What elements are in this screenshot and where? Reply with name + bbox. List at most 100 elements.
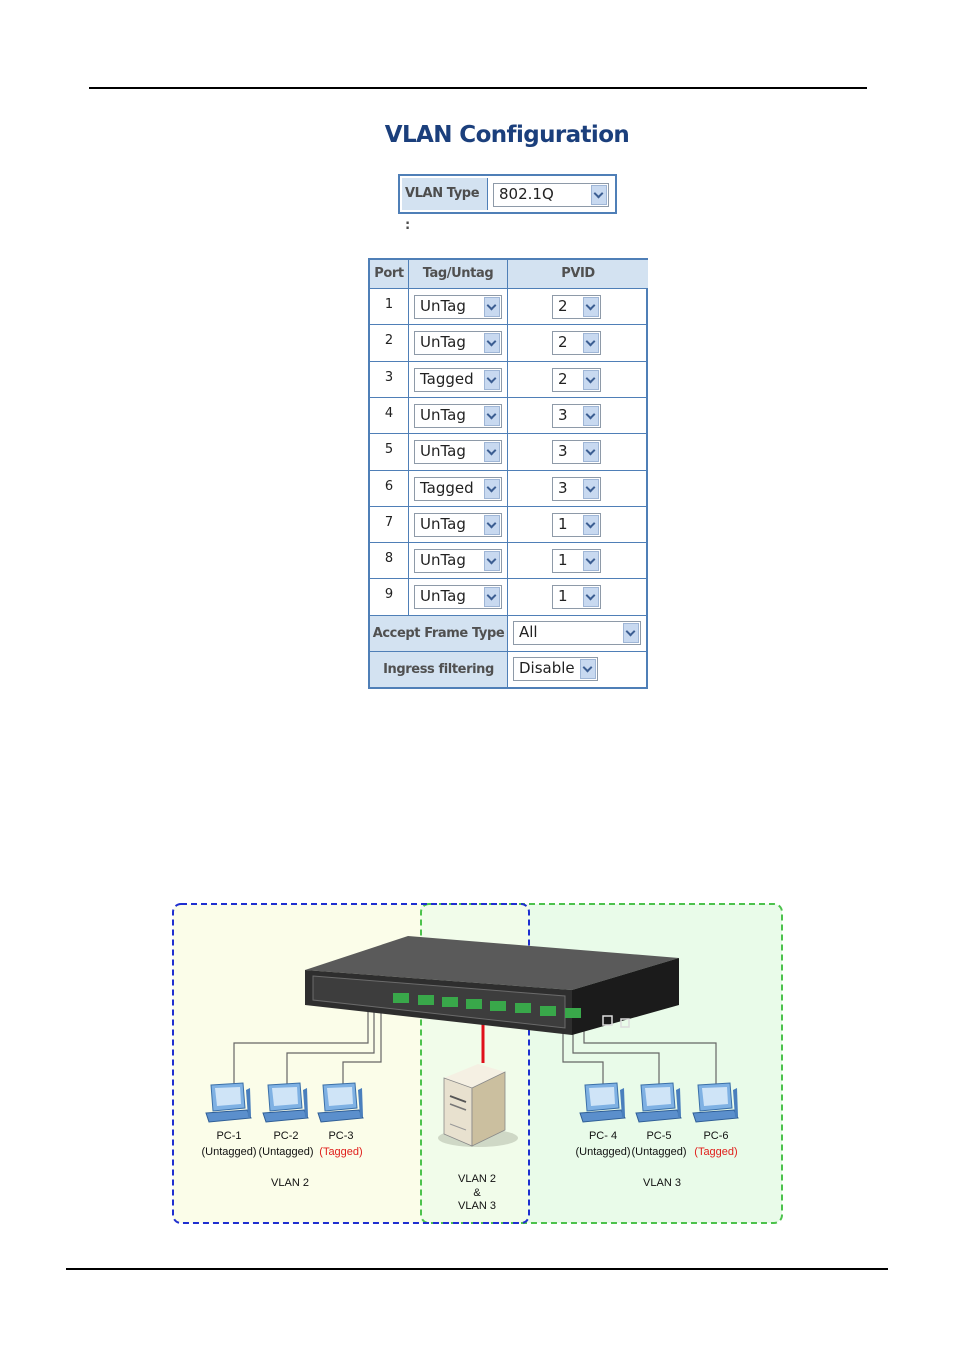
- vlan-type-row: VLAN Type : 802.1Q: [398, 174, 617, 233]
- chevron-down-icon: [583, 442, 599, 462]
- row-divider: [370, 578, 646, 579]
- header-port: Port: [370, 260, 408, 288]
- footer-rule: [66, 1268, 888, 1270]
- port-number: 9: [384, 587, 394, 602]
- pc-mode: (Untagged): [631, 1146, 687, 1158]
- tag-untag-select[interactable]: UnTag: [414, 404, 502, 428]
- tag-untag-value: UnTag: [420, 587, 466, 605]
- pvid-select[interactable]: 1: [552, 585, 601, 609]
- pc-icon: [317, 1082, 364, 1123]
- row-divider: [370, 506, 646, 507]
- tag-untag-select[interactable]: UnTag: [414, 331, 502, 355]
- chevron-down-icon: [583, 297, 599, 317]
- chevron-down-icon: [484, 370, 500, 390]
- tag-untag-select[interactable]: UnTag: [414, 585, 502, 609]
- row-divider: [370, 288, 646, 289]
- port-number: 7: [384, 515, 394, 530]
- chevron-down-icon: [484, 479, 500, 499]
- row-divider: [370, 397, 646, 398]
- pvid-select[interactable]: 1: [552, 513, 601, 537]
- chevron-down-icon: [583, 333, 599, 353]
- pvid-value: 3: [558, 442, 568, 460]
- ingress-filtering-select[interactable]: Disable: [513, 657, 598, 681]
- pvid-select[interactable]: 2: [552, 331, 601, 355]
- tag-untag-select[interactable]: Tagged: [414, 477, 502, 501]
- tag-untag-select[interactable]: Tagged: [414, 368, 502, 392]
- chevron-down-icon: [484, 442, 500, 462]
- pvid-value: 3: [558, 406, 568, 424]
- pvid-select[interactable]: 2: [552, 368, 601, 392]
- vlan3-label: VLAN 3: [643, 1177, 681, 1189]
- accept-frame-type-value: All: [519, 623, 538, 641]
- chevron-down-icon: [583, 587, 599, 607]
- cables: [233, 1008, 717, 1084]
- pc-icon: [579, 1082, 626, 1123]
- tag-untag-value: UnTag: [420, 406, 466, 424]
- port-number: 4: [384, 406, 394, 421]
- tag-untag-value: Tagged: [420, 370, 474, 388]
- accept-frame-type-select[interactable]: All: [513, 621, 641, 645]
- vlan2-border: [172, 903, 530, 1224]
- pvid-select[interactable]: 1: [552, 549, 601, 573]
- chevron-down-icon: [484, 333, 500, 353]
- port-number: 1: [384, 297, 394, 312]
- row-divider: [370, 542, 646, 543]
- pvid-value: 3: [558, 479, 568, 497]
- tag-untag-select[interactable]: UnTag: [414, 440, 502, 464]
- pc-mode: (Tagged): [319, 1146, 363, 1158]
- pvid-select[interactable]: 3: [552, 477, 601, 501]
- switch-icon: [305, 936, 679, 1035]
- pc-name: PC-2: [273, 1130, 299, 1142]
- pc-name: PC-6: [703, 1130, 729, 1142]
- pvid-value: 1: [558, 551, 568, 569]
- pc-mode: (Untagged): [575, 1146, 631, 1158]
- vlan-type-select[interactable]: 802.1Q: [493, 183, 609, 207]
- pc-icon: [262, 1082, 309, 1123]
- shared-vlan-label-line2: &: [473, 1187, 481, 1199]
- row-divider: [370, 470, 646, 471]
- chevron-down-icon: [583, 406, 599, 426]
- chevron-down-icon: [591, 185, 607, 205]
- row-divider: [370, 615, 646, 616]
- row-divider: [370, 651, 646, 652]
- row-divider: [370, 433, 646, 434]
- chevron-down-icon: [484, 551, 500, 571]
- pc-mode: (Untagged): [258, 1146, 314, 1158]
- tag-untag-value: UnTag: [420, 515, 466, 533]
- header-tag-untag: Tag/Untag: [409, 260, 507, 288]
- header-pvid: PVID: [508, 260, 648, 288]
- vlan-type-label: VLAN Type :: [402, 178, 488, 233]
- tag-untag-value: UnTag: [420, 551, 466, 569]
- port-number: 3: [384, 370, 394, 385]
- server-icon: [438, 1064, 518, 1147]
- tag-untag-value: UnTag: [420, 333, 466, 351]
- chevron-down-icon: [484, 587, 500, 607]
- shared-vlan-label-line1: VLAN 2: [458, 1173, 496, 1185]
- pc-name: PC- 4: [588, 1130, 618, 1142]
- tag-untag-select[interactable]: UnTag: [414, 549, 502, 573]
- pvid-select[interactable]: 2: [552, 295, 601, 319]
- shared-vlan-label-line3: VLAN 3: [458, 1200, 496, 1212]
- tag-untag-select[interactable]: UnTag: [414, 295, 502, 319]
- pc-name: PC-1: [216, 1130, 242, 1142]
- port-number: 2: [384, 333, 394, 348]
- tag-untag-select[interactable]: UnTag: [414, 513, 502, 537]
- pc-icon: [692, 1082, 739, 1123]
- ingress-filtering-value: Disable: [519, 659, 575, 677]
- pc-icons: [205, 1082, 739, 1123]
- row-divider: [370, 361, 646, 362]
- row-divider: [370, 324, 646, 325]
- chevron-down-icon: [484, 515, 500, 535]
- chevron-down-icon: [580, 659, 596, 679]
- pvid-value: 2: [558, 297, 568, 315]
- port-number: 6: [384, 479, 394, 494]
- pvid-select[interactable]: 3: [552, 440, 601, 464]
- column-divider: [408, 260, 409, 615]
- page-title: VLAN Configuration: [384, 122, 630, 148]
- pvid-select[interactable]: 3: [552, 404, 601, 428]
- pc-name: PC-5: [646, 1130, 672, 1142]
- header-rule: [89, 87, 867, 89]
- pvid-value: 1: [558, 587, 568, 605]
- chevron-down-icon: [583, 551, 599, 571]
